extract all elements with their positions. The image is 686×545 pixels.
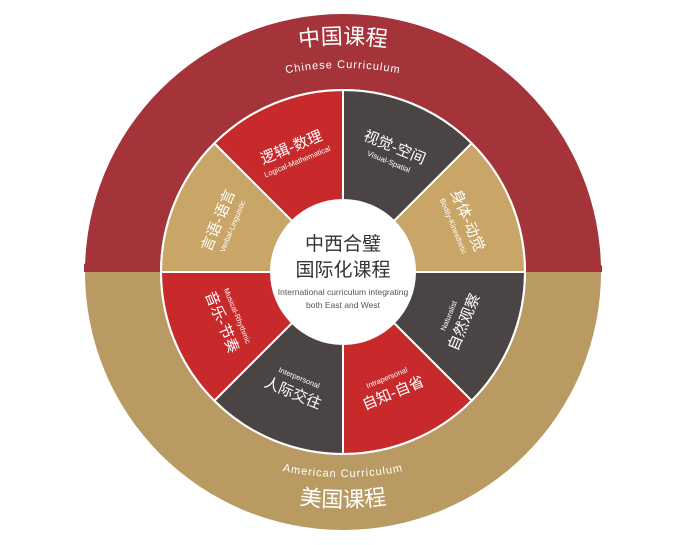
center-title-line1: 中西合璧: [305, 233, 381, 255]
american-curriculum-subtitle: American Curriculum: [282, 462, 404, 480]
center-circle: [271, 200, 415, 344]
inner-ring-border: [160, 89, 526, 455]
center-title-line2: 国际化课程: [295, 259, 390, 281]
center-subtitle-line2: both East and West: [306, 300, 381, 310]
wall-right: [526, 252, 602, 272]
wall-left: [84, 250, 160, 272]
chinese-curriculum-subtitle: Chinese Curriculum: [284, 59, 401, 76]
center-subtitle-line1: International curriculum integrating: [278, 287, 409, 297]
